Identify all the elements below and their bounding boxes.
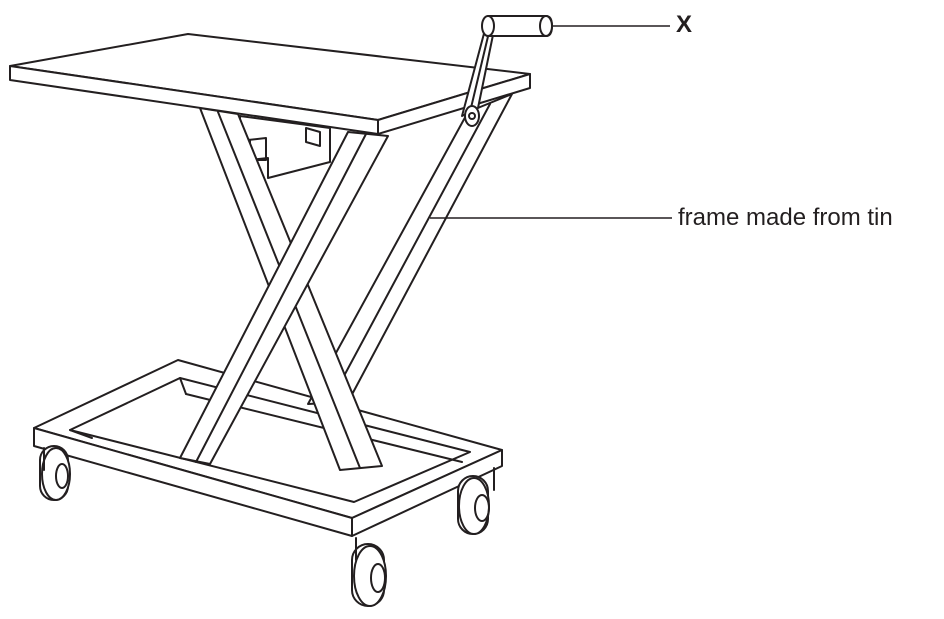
label-x: X — [676, 11, 693, 38]
base-frame — [33, 359, 503, 537]
front-center-wheel — [351, 537, 387, 607]
crank-handle — [461, 15, 553, 127]
table-top — [9, 33, 531, 135]
front-scissor-arm-b — [179, 131, 389, 465]
front-left-wheel — [39, 445, 71, 501]
rear-right-wheel — [457, 467, 495, 535]
label-frame: frame made from tin — [678, 204, 893, 231]
